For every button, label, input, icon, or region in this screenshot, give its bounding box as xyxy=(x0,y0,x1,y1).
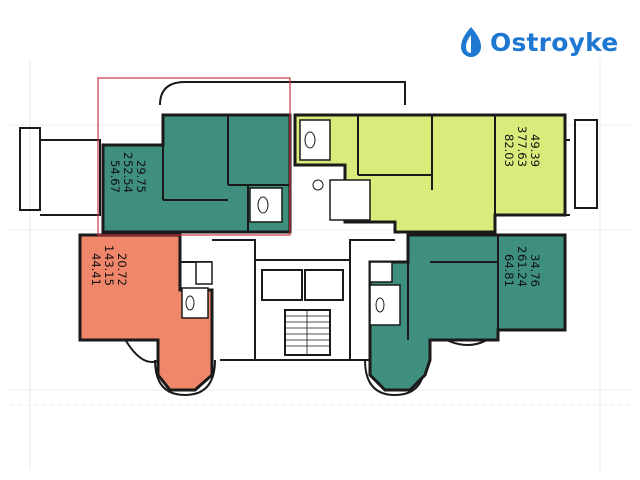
apartment-label-apt-2-right: 34.76 2 61.24 64.81 xyxy=(502,246,542,287)
stair-steps xyxy=(285,310,330,355)
apt-2-top-left-living: 29.75 xyxy=(134,160,148,193)
apt-2-right-living: 34.76 xyxy=(528,254,542,287)
apartment-label-apt-2-top-left: 29.75 2 52.54 54.67 xyxy=(108,152,148,193)
apt-1-left-total: 44.41 xyxy=(89,253,103,286)
corridor xyxy=(212,239,395,361)
apt-3-top-right-rooms: 3 xyxy=(515,126,529,133)
apt-2-right-rooms: 2 xyxy=(515,246,529,253)
apt-1-left-area: 43.15 xyxy=(102,253,116,286)
apt-2-top-left-rooms: 2 xyxy=(121,152,135,159)
bathrooms xyxy=(181,119,401,326)
brand-logo: Ostroyke xyxy=(458,22,618,62)
apartment-label-apt-1-left: 20.72 1 43.15 44.41 xyxy=(89,245,129,286)
apt-1-left-living: 20.72 xyxy=(115,253,129,286)
brand-name: Ostroyke xyxy=(490,27,619,57)
apt-3-top-right-living: 49.39 xyxy=(528,134,542,167)
apartment-label-apt-3-top-right: 49.39 3 77.63 82.03 xyxy=(502,126,542,167)
stair-core xyxy=(254,259,351,361)
ostroyke-logo-icon xyxy=(461,27,481,57)
apt-3-top-right-total: 82.03 xyxy=(502,134,516,167)
apt-1-left-rooms: 1 xyxy=(102,245,116,252)
apt-3-top-right-area: 77.63 xyxy=(515,134,529,167)
apt-2-right-area: 61.24 xyxy=(515,254,529,287)
apt-2-top-left-area: 52.54 xyxy=(121,160,135,193)
apt-2-top-left-total: 54.67 xyxy=(108,160,122,193)
apt-2-right-total: 64.81 xyxy=(502,254,516,287)
selected-apartment-outline xyxy=(97,77,291,236)
fixtures xyxy=(185,131,385,313)
